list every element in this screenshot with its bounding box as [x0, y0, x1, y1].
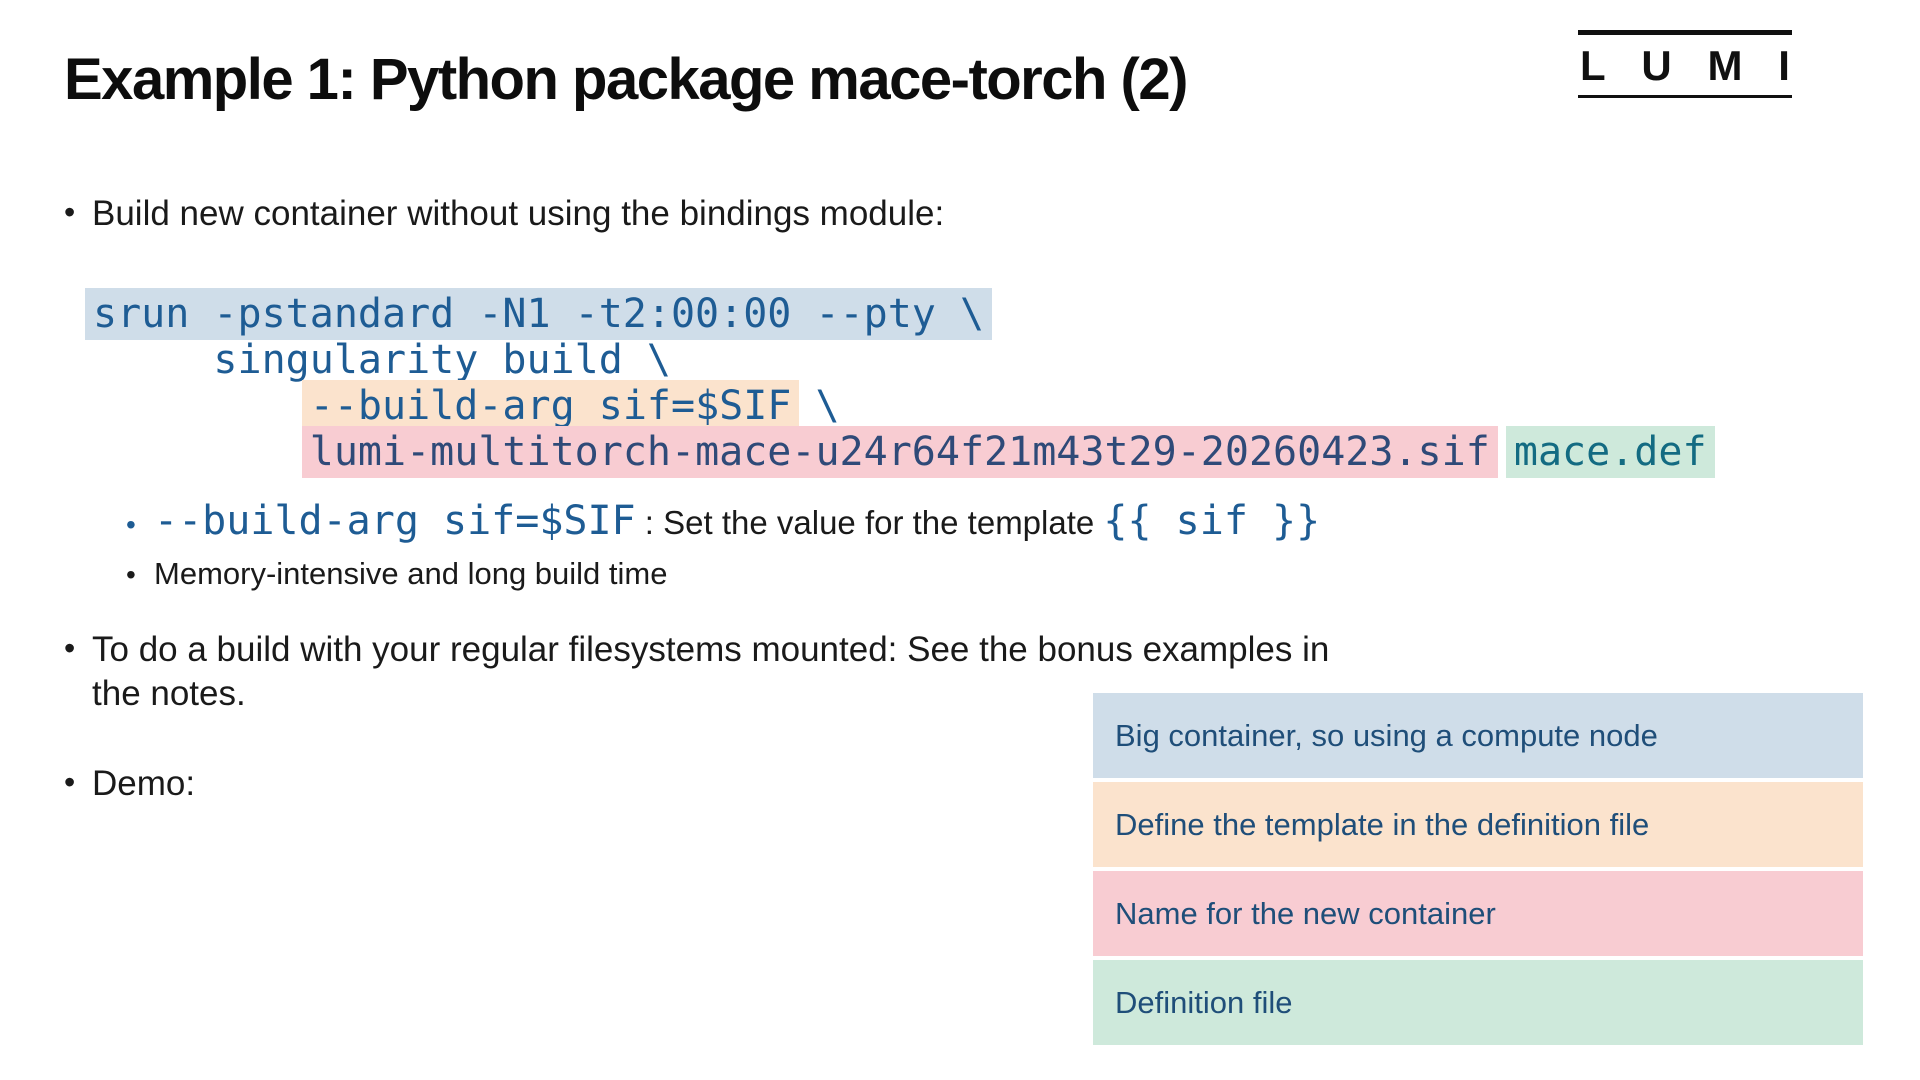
bullet-icon: •	[64, 194, 76, 230]
bullet-bonus-line2: the notes.	[92, 673, 246, 713]
logo-letter: L	[1580, 42, 1606, 89]
bullet-icon: •	[64, 630, 76, 666]
sub-bullet-plain-text: : Set the value for the template	[635, 504, 1104, 541]
code-line: singularity build \	[93, 337, 1707, 383]
sub-bullet-memory: • Memory-intensive and long build time	[126, 556, 667, 592]
logo-letter: U	[1641, 42, 1672, 89]
bullet-bonus-examples: • To do a build with your regular filesy…	[64, 628, 1564, 716]
code-line: lumi-multitorch-mace-u24r64f21m43t29-202…	[93, 426, 1715, 478]
code-block: srun -pstandard -N1 -t2:00:00 --pty \ si…	[85, 288, 1715, 478]
bullet-demo-text: Demo:	[92, 764, 196, 803]
sub-bullet-memory-text: Memory-intensive and long build time	[154, 556, 668, 591]
logo-bottom-rule	[1578, 95, 1792, 98]
logo-top-rule	[1578, 30, 1792, 35]
code-highlight-pink: lumi-multitorch-mace-u24r64f21m43t29-202…	[301, 426, 1498, 478]
bullet-build-container-text: Build new container without using the bi…	[92, 194, 945, 233]
code-text	[93, 383, 310, 429]
code-highlight-blue: srun -pstandard -N1 -t2:00:00 --pty \	[85, 288, 993, 340]
callout-blue: Big container, so using a compute node	[1093, 693, 1863, 778]
bullet-icon: •	[126, 509, 136, 540]
logo-letter: M	[1707, 42, 1743, 89]
code-highlight-green: mace.def	[1505, 426, 1715, 478]
inline-code-build-arg: --build-arg sif=$SIF	[154, 498, 636, 544]
bullet-build-container: • Build new container without using the …	[64, 192, 944, 236]
callout-green: Definition file	[1093, 960, 1863, 1045]
logo-letter: I	[1778, 42, 1790, 89]
bullet-demo: • Demo:	[64, 762, 195, 806]
code-highlight-orange: --build-arg sif=$SIF	[301, 380, 800, 432]
inline-code-template-var: {{ sif }}	[1103, 498, 1321, 544]
code-text: \	[791, 383, 840, 429]
code-line: srun -pstandard -N1 -t2:00:00 --pty \	[85, 288, 1707, 340]
bullet-bonus-line1: To do a build with your regular filesyst…	[92, 630, 1330, 669]
bullet-icon: •	[64, 764, 76, 800]
slide-title: Example 1: Python package mace-torch (2)	[64, 47, 1188, 112]
code-text	[93, 429, 310, 475]
sub-bullet-build-arg: • --build-arg sif=$SIF : Set the value f…	[126, 498, 1320, 544]
callout-pink: Name for the new container	[1093, 871, 1863, 956]
bullet-icon: •	[126, 559, 136, 590]
callout-orange: Define the template in the definition fi…	[1093, 782, 1863, 867]
code-line: --build-arg sif=$SIF \	[93, 380, 1707, 432]
code-text: singularity build \	[93, 337, 671, 383]
